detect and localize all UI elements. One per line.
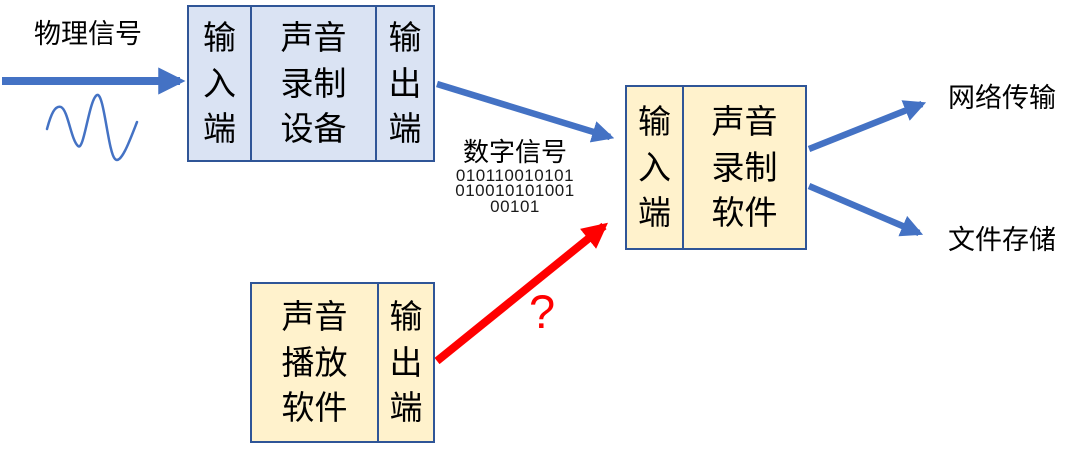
playback-software-output-port: 输出端 bbox=[379, 284, 433, 441]
sine-wave-icon bbox=[45, 93, 139, 162]
digital-signal-label: 数字信号 bbox=[462, 137, 567, 167]
playback-software-label: 声音播放软件 bbox=[281, 298, 348, 427]
recording-software-box: 输入端 声音录制软件 bbox=[625, 85, 807, 250]
input-port-label: 输入端 bbox=[638, 103, 671, 232]
file-storage-label: 文件存储 bbox=[948, 225, 1056, 255]
binary-line: 00101 bbox=[490, 196, 540, 216]
recording-software-name: 声音录制软件 bbox=[684, 87, 805, 248]
playback-software-name: 声音播放软件 bbox=[252, 284, 379, 441]
input-port-label: 输入端 bbox=[203, 19, 236, 148]
recording-software-input-port: 输入端 bbox=[627, 87, 684, 248]
playback-software-box: 声音播放软件 输出端 bbox=[250, 282, 435, 443]
arrow-device-to-software bbox=[436, 80, 615, 143]
physical-signal-label: 物理信号 bbox=[34, 19, 142, 49]
recording-device-output-port: 输出端 bbox=[377, 7, 433, 160]
recording-device-label: 声音录制设备 bbox=[280, 19, 347, 148]
network-transfer-label: 网络传输 bbox=[948, 83, 1056, 113]
arrow-network-transfer bbox=[807, 100, 927, 153]
recording-device-name: 声音录制设备 bbox=[252, 7, 377, 160]
output-port-label: 输出端 bbox=[389, 298, 423, 427]
recording-device-box: 输入端 声音录制设备 输出端 bbox=[187, 5, 435, 162]
output-port-label: 输出端 bbox=[388, 19, 422, 148]
recording-device-input-port: 输入端 bbox=[189, 7, 252, 160]
binary-line: 010110010101 bbox=[455, 165, 575, 185]
arrow-file-storage bbox=[807, 183, 924, 237]
arrow-playback-question bbox=[434, 222, 608, 365]
binary-line: 010010101001 bbox=[455, 181, 575, 201]
digital-signal-block: 数字信号 010110010101 010010101001 00101 bbox=[425, 137, 605, 216]
recording-software-label: 声音录制软件 bbox=[711, 103, 778, 232]
question-mark-label: ? bbox=[529, 285, 556, 338]
